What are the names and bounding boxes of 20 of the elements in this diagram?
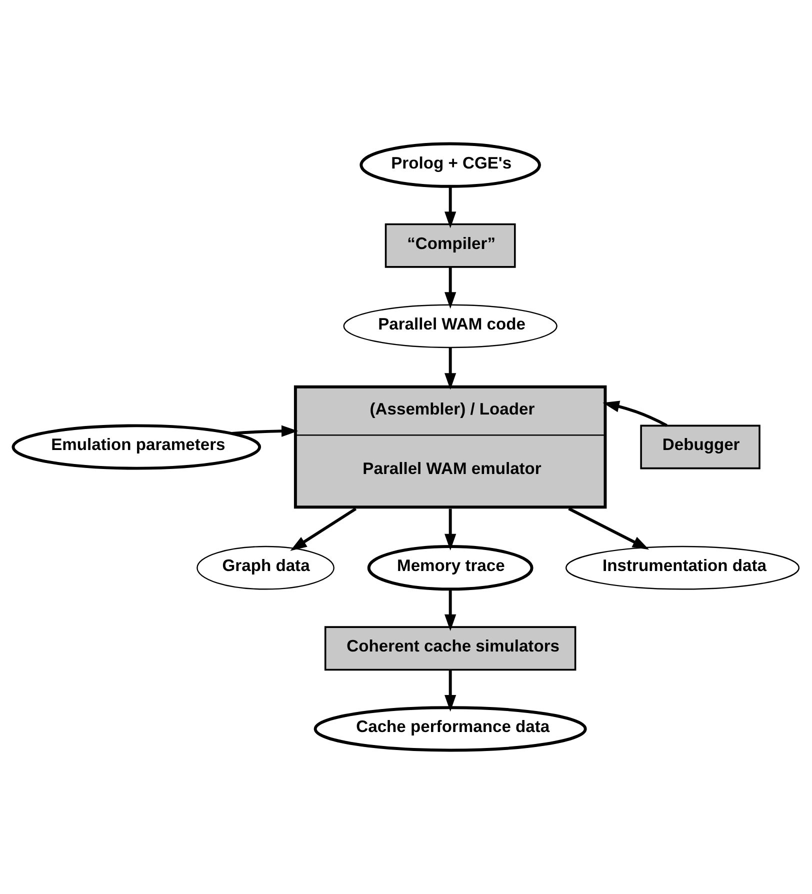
node-ellipse: Instrumentation data xyxy=(566,546,800,590)
node-ellipse: Emulation parameters xyxy=(12,424,262,470)
node-ellipse: Memory trace xyxy=(367,545,534,591)
arrow xyxy=(232,425,298,437)
arrow xyxy=(602,400,668,427)
arrow xyxy=(444,670,456,712)
node-box: Coherent cache simulators xyxy=(324,626,576,671)
arrow xyxy=(568,507,650,550)
arrow xyxy=(444,348,456,390)
arrow xyxy=(444,508,456,551)
node-box: Debugger xyxy=(640,424,760,470)
arrow xyxy=(444,267,456,309)
arrow xyxy=(444,186,456,228)
node-box: “Compiler” xyxy=(384,223,516,268)
node-ellipse: Graph data xyxy=(196,546,334,590)
arrow xyxy=(444,590,456,632)
node-ellipse: Parallel WAM code xyxy=(343,304,558,348)
node-ellipse: Prolog + CGE's xyxy=(360,142,541,188)
node-ellipse: Cache performance data xyxy=(314,706,587,752)
arrow xyxy=(290,508,357,551)
